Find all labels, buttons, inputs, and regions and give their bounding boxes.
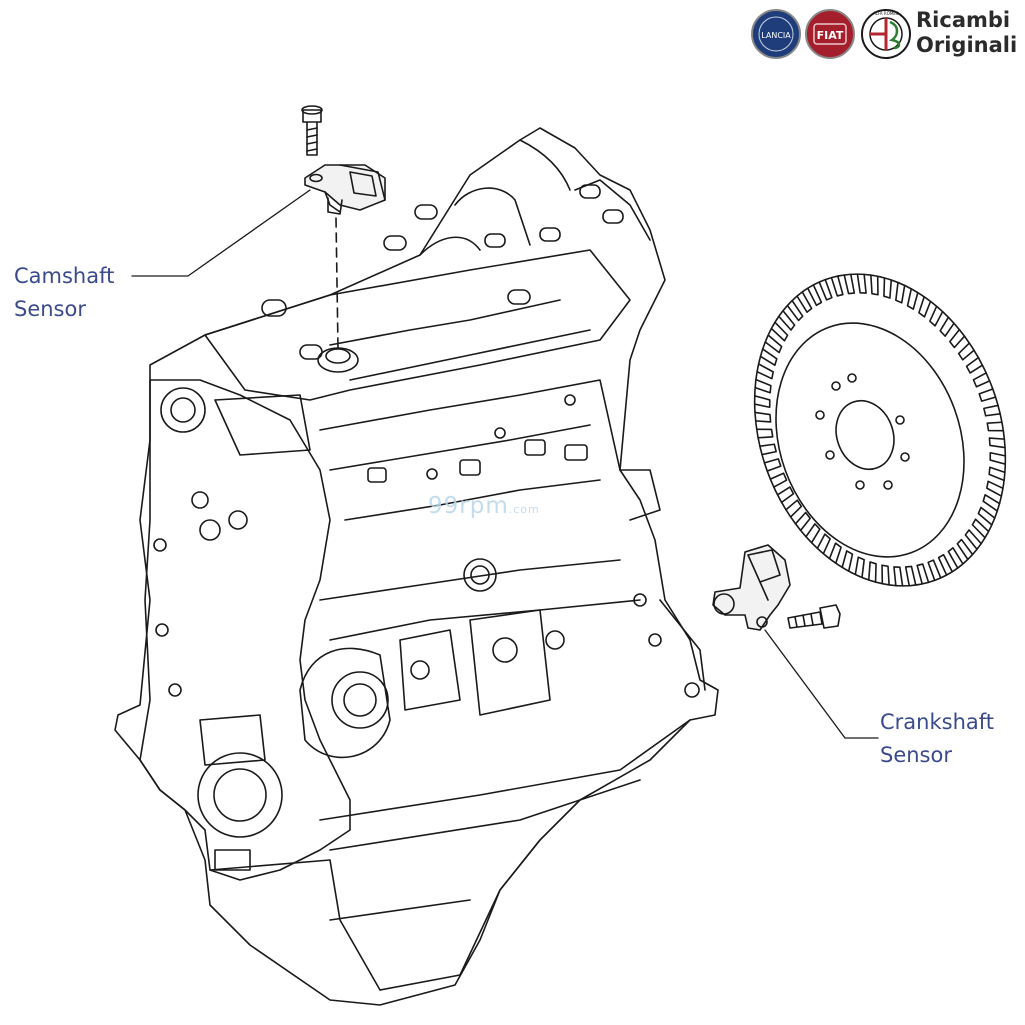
flywheel-tooth [856, 273, 867, 294]
flywheel-tooth [830, 275, 844, 297]
flywheel-tooth [756, 363, 774, 380]
flywheel-tooth [883, 277, 893, 299]
flywheel-tooth [776, 486, 795, 504]
flywheel-icon [753, 273, 1007, 587]
flywheel-tooth [937, 553, 954, 576]
flywheel-tooth [983, 404, 1001, 417]
flywheel-tooth [964, 529, 982, 551]
brand-logo-strip: LANCIA FIAT ALFA ROMEO Ricambi Originali [750, 6, 1022, 62]
bolt-icon [787, 604, 841, 629]
alfa-romeo-logo-text: ALFA ROMEO [873, 11, 899, 16]
fiat-logo-text: FIAT [817, 29, 844, 42]
brand-text-line1: Ricambi [916, 8, 1011, 32]
flywheel-tooth [957, 342, 975, 361]
flywheel-tooth [906, 288, 919, 310]
flywheel-tooth [947, 547, 964, 569]
flywheel-tooth [988, 466, 1006, 482]
flywheel-tooth [867, 561, 877, 583]
camshaft-sensor-label: Camshaft Sensor [14, 260, 114, 326]
flywheel-tooth [978, 388, 997, 402]
camshaft-label-line2: Sensor [14, 297, 86, 321]
flywheel-tooth [988, 437, 1006, 449]
flywheel-tooth [759, 348, 778, 367]
watermark: 99rpm.com [428, 493, 540, 519]
crankshaft-leader-line [764, 629, 879, 739]
watermark-text: 99rpm [428, 493, 509, 519]
flywheel-tooth [759, 443, 777, 456]
flywheel-tooth [939, 316, 955, 337]
flywheel-tooth [806, 284, 823, 307]
flywheel-tooth [895, 281, 906, 304]
flywheel-tooth [843, 273, 856, 295]
crankshaft-label-line2: Sensor [880, 743, 952, 767]
flywheel-tooth [770, 321, 789, 342]
flywheel-tooth [949, 328, 966, 349]
flywheel-tooth [881, 564, 890, 586]
flywheel-tooth [794, 511, 811, 532]
flywheel-tooth [972, 372, 991, 388]
flywheel-tooth [893, 566, 904, 587]
flywheel-tooth [986, 421, 1005, 432]
flywheel-tooth [870, 274, 879, 296]
flywheel-tooth [778, 309, 796, 331]
flywheel-tooth [769, 472, 788, 488]
flywheel-tooth [755, 428, 774, 439]
flywheel-tooth [841, 550, 854, 572]
flywheel-tooth [785, 499, 803, 518]
flywheel-tooth [754, 378, 772, 394]
fiat-logo-icon: FIAT [805, 9, 855, 59]
crankshaft-sensor-icon [712, 544, 841, 631]
flywheel-tooth [816, 533, 831, 555]
flywheel-tooth [929, 305, 944, 327]
flywheel-tooth [763, 458, 782, 472]
camshaft-leader-line [131, 189, 311, 277]
flywheel-tooth [796, 291, 813, 313]
flywheel-tooth [753, 395, 771, 409]
brand-text-line2: Originali [916, 33, 1018, 57]
lancia-logo-text: LANCIA [761, 31, 791, 40]
lancia-logo-icon: LANCIA [751, 9, 801, 59]
flywheel-tooth [818, 278, 833, 301]
flywheel-tooth [764, 334, 783, 354]
flywheel-tooth [918, 296, 932, 318]
crankshaft-label-line1: Crankshaft [880, 710, 995, 734]
flywheel-tooth [956, 538, 974, 561]
flywheel-tooth [989, 451, 1007, 465]
bolt-icon [302, 109, 322, 156]
flywheel-tooth [786, 299, 804, 322]
flywheel-tooth [916, 563, 930, 585]
flywheel-tooth [986, 480, 1004, 497]
camshaft-label-line1: Camshaft [14, 264, 115, 288]
crankshaft-sensor-label: Crankshaft Sensor [880, 706, 994, 772]
flywheel-tooth [828, 542, 842, 564]
flywheel-tooth [854, 556, 865, 579]
flywheel-tooth [904, 565, 917, 587]
flywheel-tooth [805, 523, 821, 544]
flywheel-tooth [754, 411, 772, 423]
flywheel-tooth [965, 356, 984, 374]
engine-block-icon [114, 127, 719, 1006]
flywheel-tooth [982, 493, 1001, 512]
flywheel-tooth [977, 506, 996, 526]
flywheel-tooth [927, 559, 942, 582]
watermark-suffix: .com [508, 503, 540, 516]
alfa-romeo-logo-icon: ALFA ROMEO [861, 9, 911, 59]
flywheel-tooth [971, 518, 990, 539]
camshaft-sensor-icon [301, 105, 386, 349]
